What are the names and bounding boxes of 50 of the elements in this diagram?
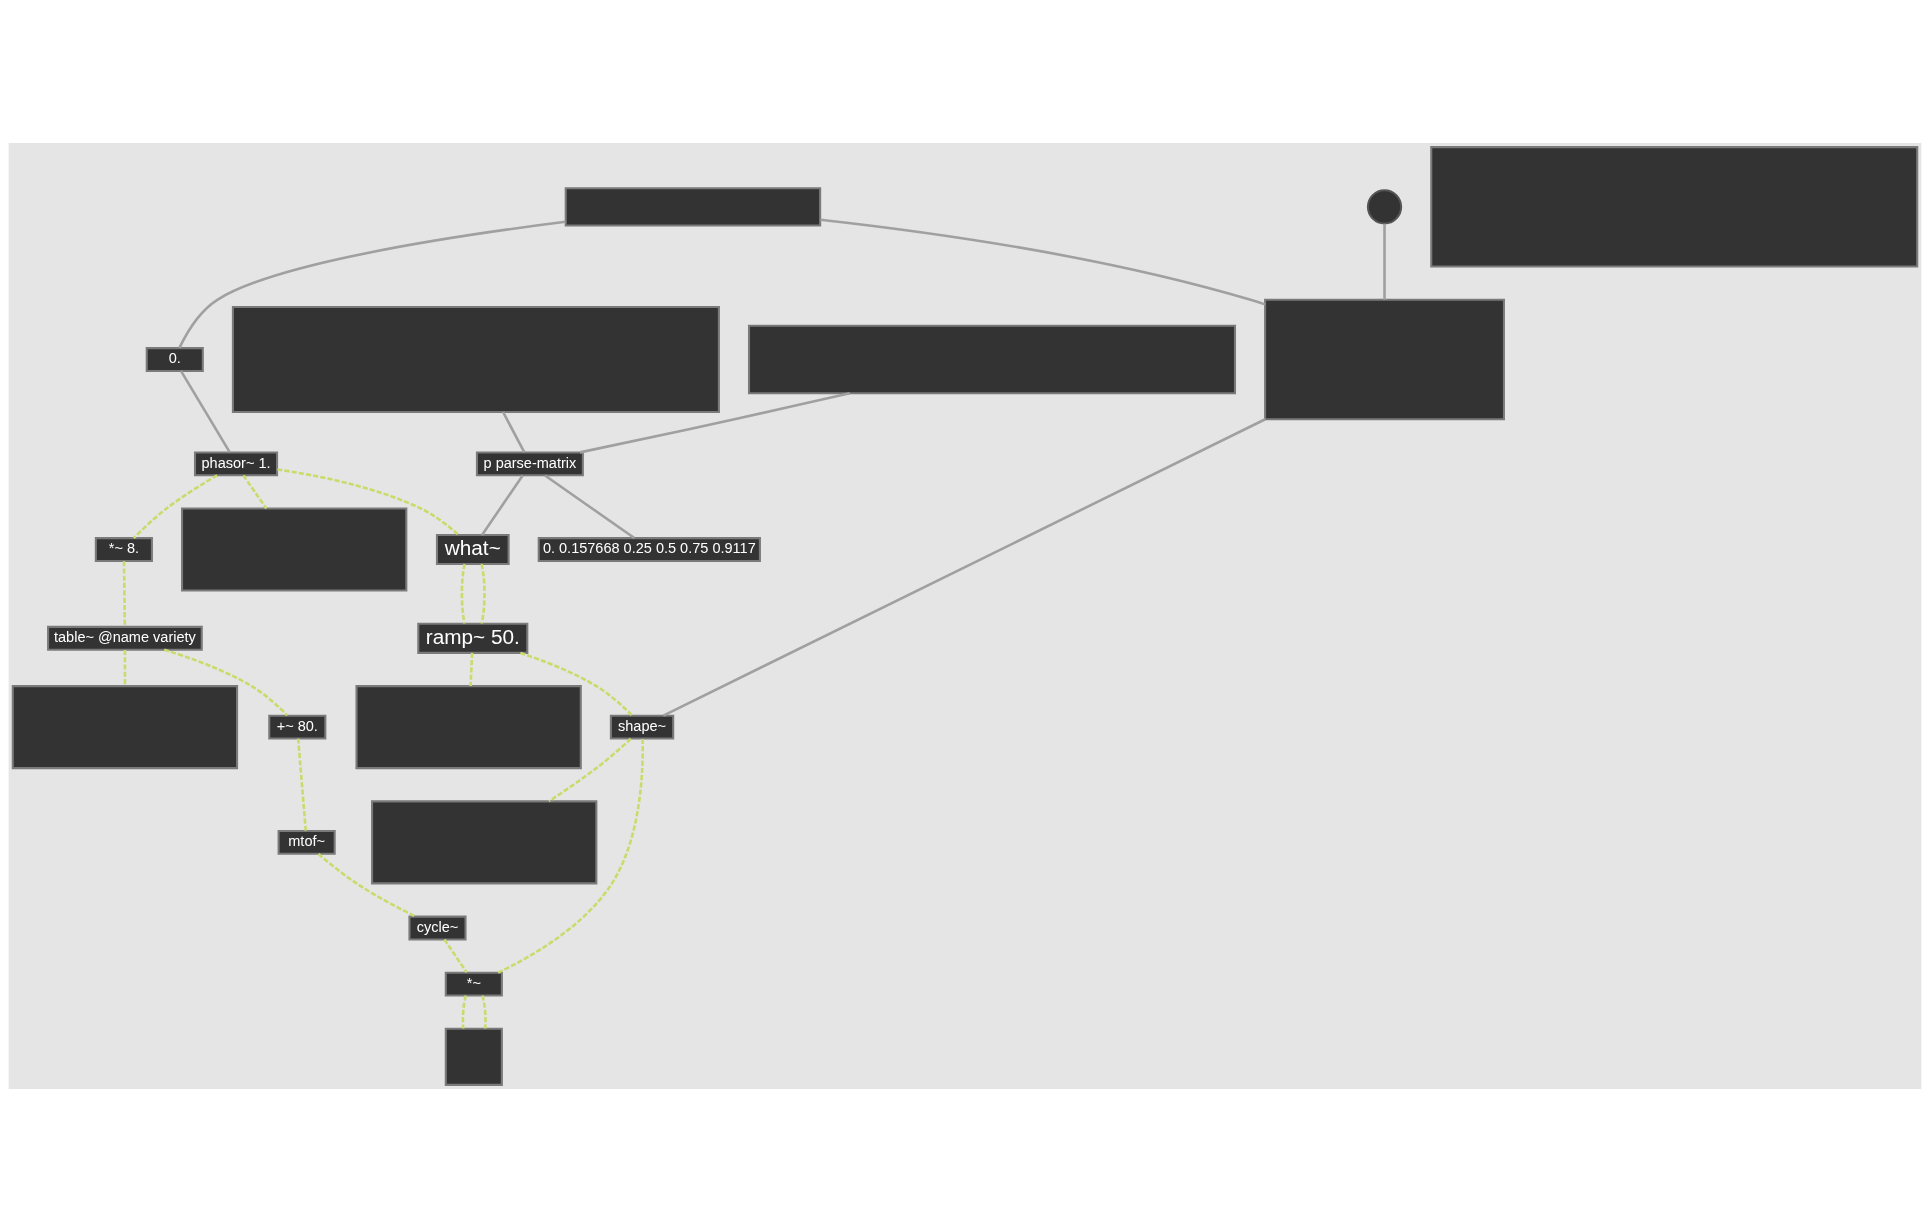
connector — [296, 738, 308, 832]
connector — [242, 474, 268, 510]
connector — [519, 651, 633, 717]
connector — [277, 468, 460, 536]
node-box: table~ @name variety — [47, 625, 203, 651]
node-box — [1430, 146, 1919, 268]
node-box — [371, 800, 598, 885]
node-speaker — [444, 1027, 503, 1086]
connector — [579, 392, 850, 454]
node-box: what~ — [435, 533, 510, 566]
connector — [443, 938, 468, 974]
node-box: +~ 80. — [268, 714, 327, 740]
node-box: cycle~ — [408, 915, 467, 941]
connector — [132, 474, 218, 539]
connector — [179, 370, 231, 453]
connector — [544, 474, 636, 540]
connector — [480, 474, 524, 536]
connector — [123, 650, 127, 686]
node-box: *~ 8. — [94, 537, 153, 562]
node-box — [355, 685, 582, 770]
connector — [820, 218, 1266, 306]
connector — [461, 995, 468, 1029]
connector — [662, 418, 1266, 717]
node-box: phasor~ 1. — [193, 451, 279, 477]
connector — [317, 852, 417, 918]
connector — [122, 561, 127, 627]
node-box — [1264, 298, 1505, 421]
connector — [163, 648, 289, 717]
node-box: mtof~ — [277, 829, 336, 855]
node-box: *~ — [444, 971, 503, 997]
connector — [497, 738, 644, 974]
node-box: 0. 0.157668 0.25 0.5 0.75 0.9117 — [537, 537, 761, 562]
node-box: shape~ — [609, 714, 675, 740]
connector — [1383, 223, 1386, 300]
connector — [460, 563, 466, 624]
node-box: p parse-matrix — [475, 451, 584, 477]
node-box — [231, 306, 720, 413]
connector — [178, 220, 566, 349]
node-box — [564, 187, 822, 227]
connector — [501, 411, 526, 453]
node-box: 0. — [145, 347, 204, 372]
connector — [469, 652, 474, 687]
node-box — [747, 324, 1237, 395]
connector — [480, 563, 486, 624]
connector — [548, 737, 632, 803]
node-circle — [1366, 189, 1403, 225]
node-box — [181, 507, 408, 592]
node-box: ramp~ 50. — [417, 622, 529, 654]
connector — [481, 995, 487, 1029]
node-box — [11, 685, 239, 770]
